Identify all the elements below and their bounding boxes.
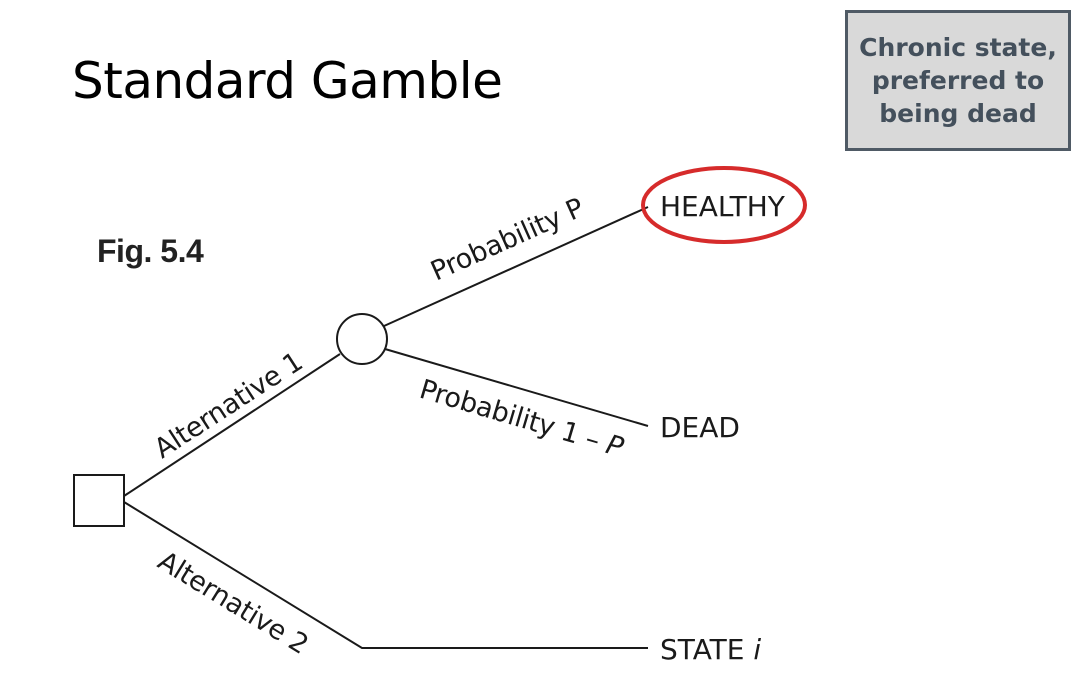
outcome-dead: DEAD <box>660 411 740 444</box>
alternative-1-branch <box>123 353 341 497</box>
healthy-highlight-ellipse <box>641 166 807 244</box>
callout-box: Chronic state, preferred to being dead <box>845 10 1071 151</box>
decision-node <box>73 474 125 527</box>
slide-title: Standard Gamble <box>72 52 503 110</box>
callout-text: Chronic state, preferred to being dead <box>859 33 1057 128</box>
probability-1-minus-p-branch <box>384 348 649 427</box>
probability-p-label: Probability P <box>426 192 588 287</box>
figure-label: Fig. 5.4 <box>97 233 204 269</box>
alternative-2-branch <box>123 501 648 649</box>
outcome-healthy: HEALTHY <box>660 190 786 223</box>
probability-p-branch <box>383 206 649 327</box>
alternative-1-label: Alternative 1 <box>149 346 308 465</box>
outcome-state-prefix: STATE <box>660 633 753 666</box>
outcome-state-variable: i <box>753 633 761 666</box>
chance-node <box>336 313 388 365</box>
outcome-state-i: STATE i <box>660 633 761 666</box>
probability-1-minus-p-label: Probability 1 – P <box>416 374 627 464</box>
